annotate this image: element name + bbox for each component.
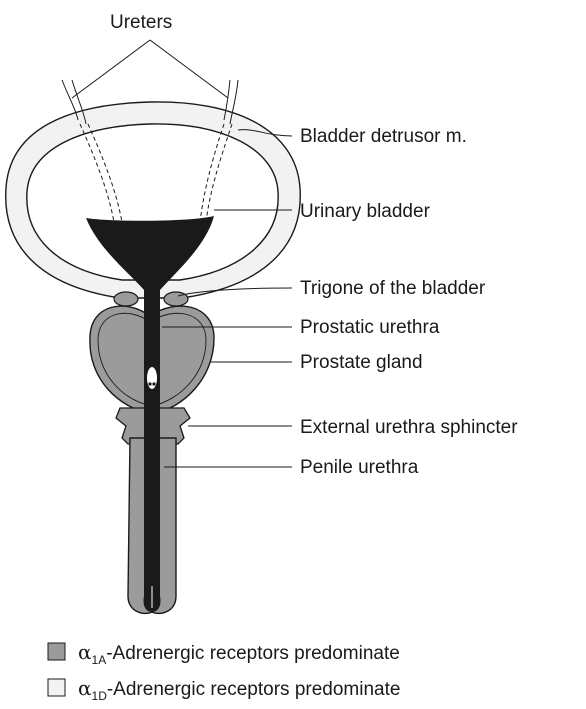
legend-text-alpha1a: -Adrenergic receptors predominate <box>106 643 400 664</box>
legend-subscript-alpha1d: 1D <box>92 689 108 703</box>
legend-text-alpha1d: -Adrenergic receptors predominate <box>107 679 401 700</box>
verumontanum <box>147 367 157 389</box>
label-prostatic-urethra: Prostatic urethra <box>300 317 440 338</box>
legend-swatch-alpha1d <box>48 679 65 696</box>
label-penile-urethra: Penile urethra <box>300 457 419 478</box>
verumontanum-dot-1 <box>148 382 151 385</box>
ureter-right-intramural <box>200 124 232 222</box>
urethra-lumen <box>86 216 214 612</box>
legend-swatch-alpha1a <box>48 643 65 660</box>
legend-item-alpha1a: α1A-Adrenergic receptors predominate <box>48 640 400 667</box>
label-ureters: Ureters <box>110 12 172 33</box>
legend-greek-alpha1a: α <box>78 640 92 664</box>
legend-item-alpha1d: α1D-Adrenergic receptors predominate <box>48 676 400 703</box>
trigone-knob-left <box>114 292 138 306</box>
svg-text:α1A-Adrenergic receptors predo: α1A-Adrenergic receptors predominate <box>78 640 400 667</box>
legend: α1A-Adrenergic receptors predominate α1D… <box>48 640 400 703</box>
svg-text:α1D-Adrenergic receptors predo: α1D-Adrenergic receptors predominate <box>78 676 400 703</box>
label-trigone: Trigone of the bladder <box>300 278 486 299</box>
legend-subscript-alpha1a: 1A <box>92 653 107 667</box>
label-prostate-gland: Prostate gland <box>300 352 423 373</box>
ureter-left-intramural <box>80 124 122 222</box>
label-detrusor: Bladder detrusor m. <box>300 126 467 147</box>
ureters-pointer-right <box>150 40 228 98</box>
label-urinary-bladder: Urinary bladder <box>300 201 431 222</box>
legend-greek-alpha1d: α <box>78 676 92 700</box>
ureters-pointer-left <box>72 40 150 98</box>
label-external-sphincter: External urethra sphincter <box>300 417 518 438</box>
verumontanum-dot-2 <box>152 382 155 385</box>
